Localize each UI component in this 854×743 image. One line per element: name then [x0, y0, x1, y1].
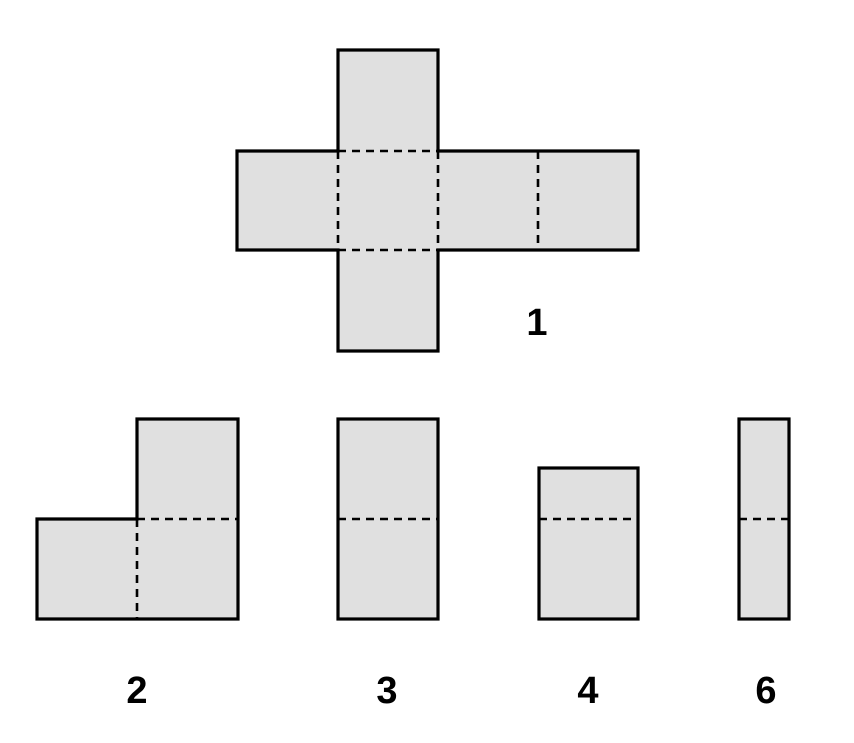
piece-4: 4	[537, 466, 640, 712]
net-1-outline	[235, 48, 640, 353]
piece-6: 6	[737, 417, 791, 712]
piece-6-fill	[739, 419, 789, 619]
piece-2-label: 2	[126, 670, 147, 712]
piece-6-label: 6	[755, 670, 776, 712]
piece-3: 3	[336, 417, 440, 712]
piece-2-outline	[35, 417, 240, 621]
net-1: 1	[235, 48, 640, 353]
piece-2: 2	[35, 417, 240, 712]
piece-3-label: 3	[376, 670, 397, 712]
piece-4-label: 4	[577, 670, 598, 712]
piece-6-outline	[737, 417, 791, 621]
piece-4-outline	[537, 466, 640, 621]
piece-3-outline	[336, 417, 440, 621]
net-1-label: 1	[526, 302, 547, 344]
piece-4-fill	[539, 468, 638, 619]
